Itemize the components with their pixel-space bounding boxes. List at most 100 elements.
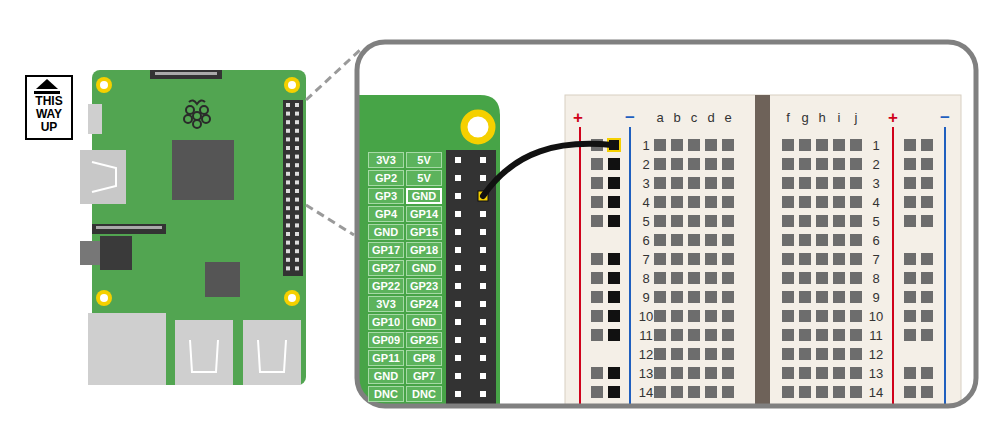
breadboard-hole [671, 234, 683, 246]
breadboard-hole [722, 177, 734, 189]
breadboard-hole [816, 158, 828, 170]
rail-hole [608, 272, 620, 284]
row-number: 14 [639, 386, 653, 399]
header-pin [455, 229, 461, 235]
breadboard-hole [705, 158, 717, 170]
header-pin [455, 355, 461, 361]
breadboard-hole [671, 310, 683, 322]
breadboard-hole [671, 177, 683, 189]
audio-jack [80, 241, 102, 265]
usb-icon [258, 340, 286, 372]
rail-hole [904, 386, 916, 398]
gpio-pin [286, 198, 290, 202]
row-number: 11 [639, 329, 653, 342]
gpio-pin [286, 112, 290, 116]
arrow-head [36, 79, 58, 89]
gpio-pin [286, 232, 290, 236]
positive-rail-line [579, 127, 581, 406]
breadboard-hole [833, 367, 845, 379]
rail-hole [608, 196, 620, 208]
raspberry-logo [184, 100, 210, 128]
row-number: 6 [872, 234, 879, 247]
gpio-pin [295, 258, 299, 262]
rail-hole [904, 177, 916, 189]
header-pin [455, 175, 461, 181]
header-pin [480, 373, 486, 379]
breadboard-hole [782, 177, 794, 189]
header-pin [480, 229, 486, 235]
breadboard-hole [799, 329, 811, 341]
row-number: 12 [869, 348, 883, 361]
gpio-pin [295, 180, 299, 184]
breadboard-hole [799, 158, 811, 170]
row-number: 14 [869, 386, 883, 399]
usb-icon [190, 340, 218, 372]
breadboard-hole [833, 348, 845, 360]
breadboard-hole [799, 291, 811, 303]
row-number: 1 [642, 139, 649, 152]
rail-hole [904, 139, 916, 151]
breadboard-hole [722, 215, 734, 227]
usb-port [243, 320, 301, 385]
header-pin [455, 391, 461, 397]
rail-hole [904, 253, 916, 265]
rail-hole [904, 367, 916, 379]
breadboard-hole [705, 196, 717, 208]
breadboard-hole [782, 386, 794, 398]
row-number: 2 [642, 158, 649, 171]
breadboard-hole [688, 234, 700, 246]
pin-label: GP27 [368, 260, 404, 276]
gpio-pin [295, 172, 299, 176]
breadboard-hole [654, 367, 666, 379]
gpio-pin [286, 223, 290, 227]
pin-label: GND [368, 368, 404, 384]
breadboard-hole [816, 177, 828, 189]
header-pin [455, 337, 461, 343]
breadboard-hole [654, 139, 666, 151]
column-letter: e [724, 111, 731, 124]
up-arrow [27, 77, 67, 95]
breadboard-hole [705, 177, 717, 189]
breadboard-hole [688, 177, 700, 189]
row-number: 7 [642, 253, 649, 266]
column-letter: j [855, 111, 858, 124]
gpio-pin [286, 155, 290, 159]
pin-label: GP2 [368, 170, 404, 186]
rail-sign: + [573, 109, 583, 126]
pi-board-zoom [357, 95, 500, 406]
row-number: 3 [872, 177, 879, 190]
camera-contacts [96, 226, 162, 229]
rail-hole [608, 177, 620, 189]
column-letter: c [691, 111, 698, 124]
power-port [88, 104, 102, 134]
breadboard-hole [782, 253, 794, 265]
breadboard-hole [833, 196, 845, 208]
rail-hole [591, 158, 603, 170]
breadboard-hole [816, 386, 828, 398]
breadboard-hole [850, 367, 862, 379]
breadboard-hole [654, 348, 666, 360]
pin-label: GP7 [406, 368, 442, 384]
gpio-pin [286, 163, 290, 167]
breadboard-hole [654, 386, 666, 398]
gpio-header [283, 100, 303, 276]
gpio-pin [286, 180, 290, 184]
rail-hole [608, 291, 620, 303]
breadboard-hole [833, 291, 845, 303]
header-pin [455, 247, 461, 253]
pin-label: 3V3 [368, 152, 404, 168]
ribbon-contacts [155, 72, 217, 75]
breadboard-hole [722, 234, 734, 246]
rail-hole [608, 253, 620, 265]
column-letter: a [656, 111, 663, 124]
row-number: 5 [642, 215, 649, 228]
gpio-pin [286, 241, 290, 245]
breadboard-hole [850, 386, 862, 398]
breadboard-hole [705, 253, 717, 265]
breadboard-hole [705, 139, 717, 151]
header-pin [480, 337, 486, 343]
gpio-pin [295, 223, 299, 227]
breadboard-hole [816, 215, 828, 227]
rail-hole [921, 367, 933, 379]
row-number: 13 [869, 367, 883, 380]
